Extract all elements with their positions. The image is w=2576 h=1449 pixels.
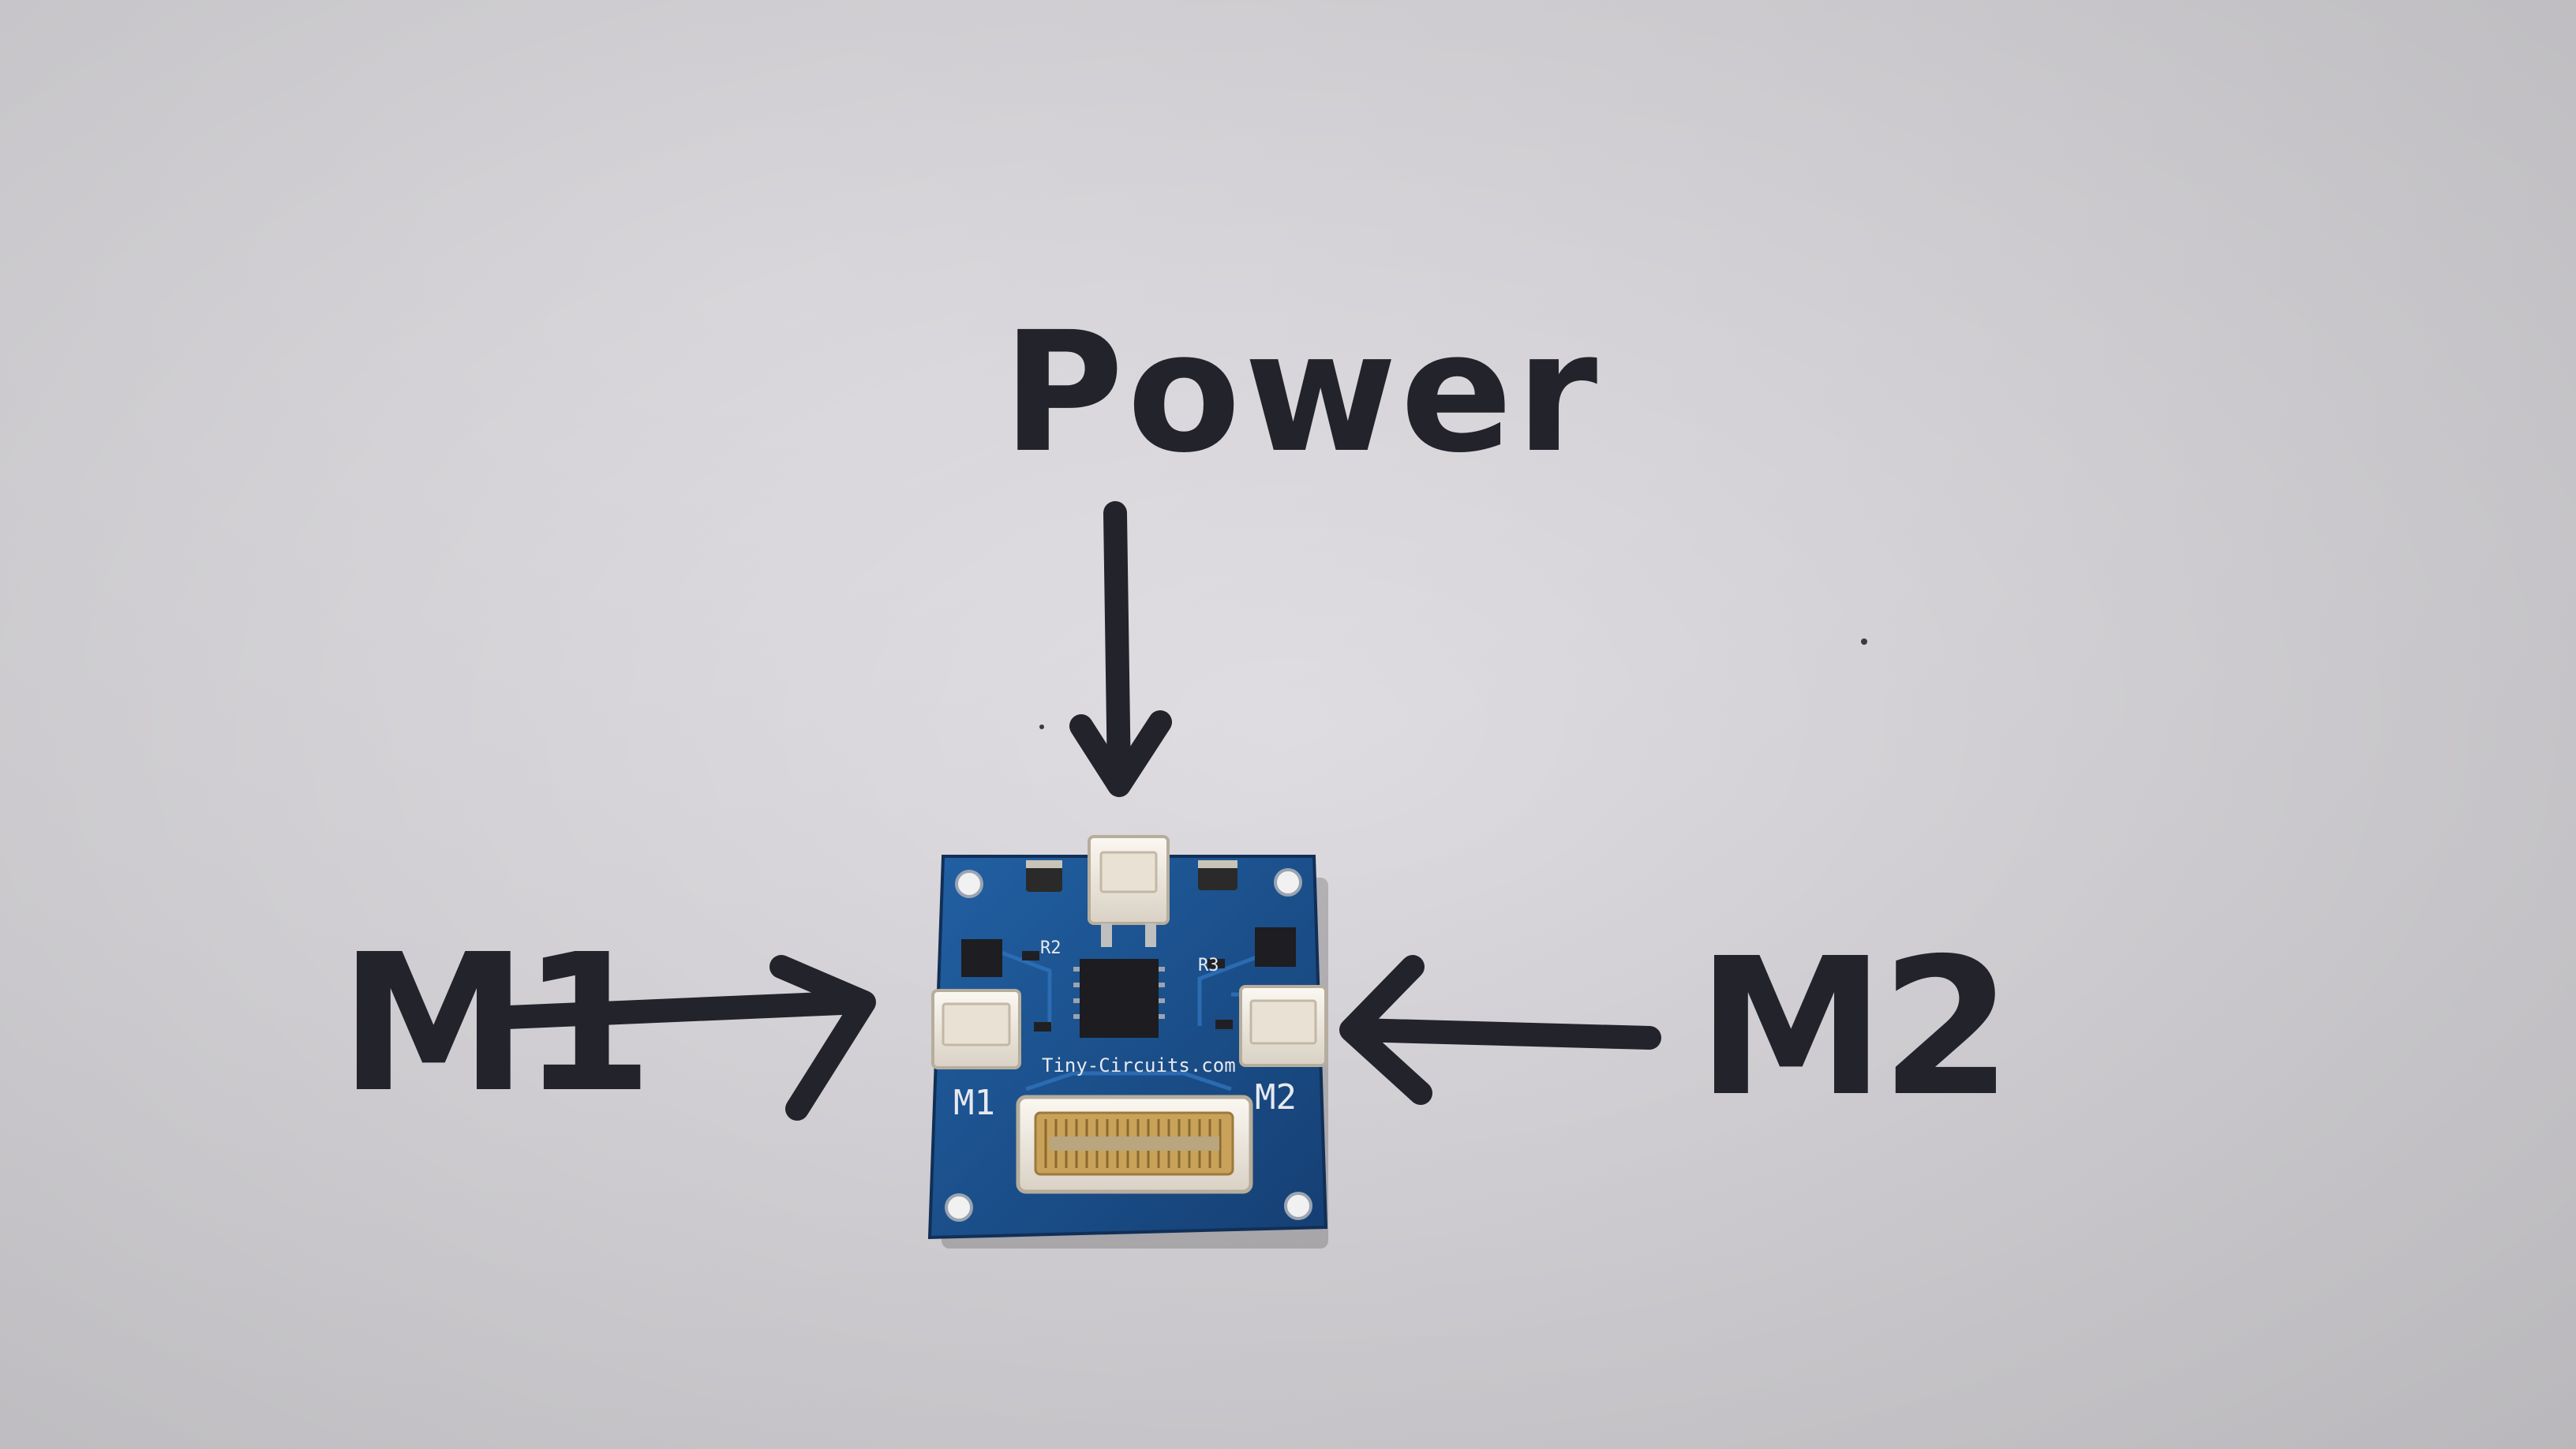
silkscreen-r3: R3 bbox=[1198, 956, 1219, 975]
m2-label: M2 bbox=[1697, 917, 2008, 1138]
tinyshield-connector bbox=[1016, 1095, 1253, 1194]
silkscreen-m2: M2 bbox=[1255, 1077, 1297, 1118]
m1-arrow bbox=[477, 955, 876, 1121]
silkscreen-r2: R2 bbox=[1040, 938, 1061, 958]
m2-arrow bbox=[1339, 955, 1661, 1105]
paper-speck bbox=[1861, 638, 1867, 645]
main-ic bbox=[1080, 959, 1159, 1038]
silkscreen-url: Tiny-Circuits.com bbox=[1042, 1054, 1236, 1076]
mounting-hole bbox=[955, 870, 983, 898]
motor-board: R2 R3 M1 M2 Tiny-Circuits.com bbox=[927, 835, 1328, 1249]
driver-ic-left bbox=[961, 939, 1002, 977]
power-connector bbox=[1088, 835, 1170, 947]
driver-ic-right bbox=[1255, 927, 1296, 967]
mounting-hole bbox=[1284, 1192, 1312, 1220]
mounting-hole bbox=[945, 1193, 973, 1222]
silkscreen-m1: M1 bbox=[953, 1083, 995, 1123]
m1-connector bbox=[931, 989, 1021, 1069]
power-arrow bbox=[1069, 501, 1172, 797]
power-label: Power bbox=[1002, 296, 1601, 489]
mounting-hole bbox=[1274, 868, 1302, 897]
paper-speck bbox=[1039, 724, 1044, 729]
m2-connector bbox=[1239, 985, 1327, 1067]
